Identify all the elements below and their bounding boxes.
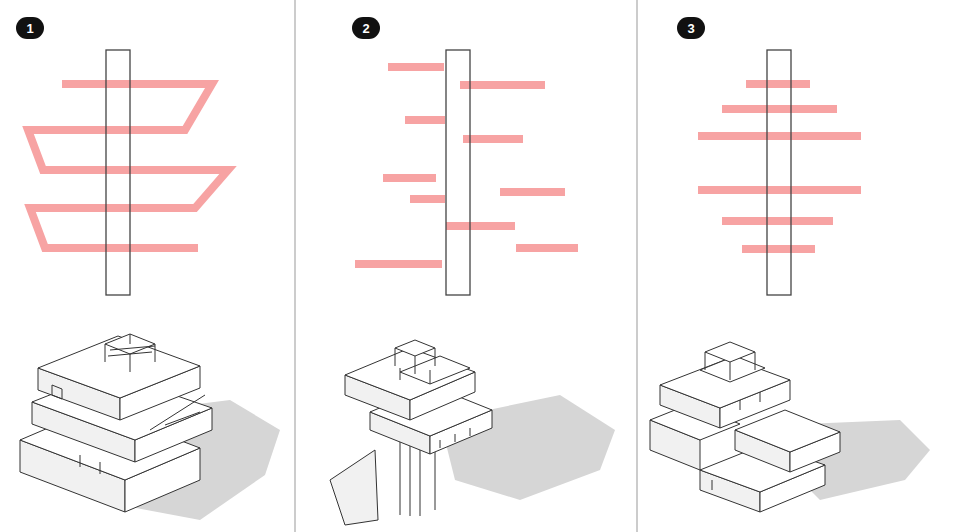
zigzag-diagram xyxy=(28,50,228,295)
house-model-1 xyxy=(20,334,280,520)
symmetric-diagram xyxy=(698,50,861,295)
scattered-diagram xyxy=(355,50,578,295)
callout-number: 2 xyxy=(352,17,380,39)
panel-divider xyxy=(637,0,638,532)
house-model-3 xyxy=(650,342,930,512)
callout-number: 1 xyxy=(16,17,44,39)
panel-divider xyxy=(295,0,296,532)
callout-number: 3 xyxy=(677,17,705,39)
house-model-2 xyxy=(330,340,615,525)
